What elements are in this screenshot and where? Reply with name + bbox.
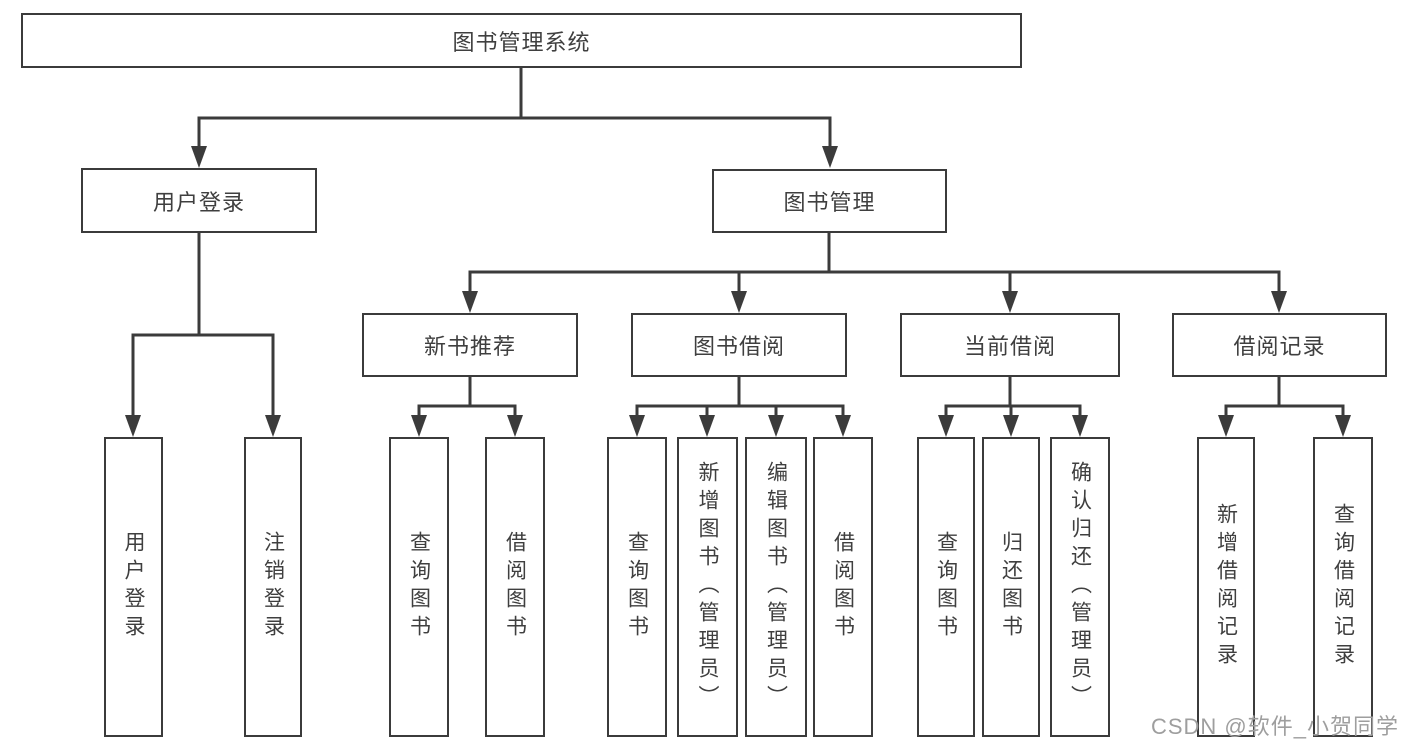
node-label: 注销登录 [261, 531, 285, 643]
leaf-confirm-return-admin: 确认归还（管理员） [1050, 437, 1110, 737]
leaf-add-book-admin: 新增图书（管理员） [677, 437, 738, 737]
node-label: 图书管理 [783, 190, 876, 215]
arrow-heads [125, 146, 1351, 437]
node-label: 查询图书 [407, 531, 431, 643]
node-label: 新书推荐 [423, 334, 516, 359]
node-label: 归还图书 [999, 531, 1023, 643]
leaf-return-book: 归还图书 [982, 437, 1040, 737]
node-label: 新增图书（管理员） [696, 461, 719, 713]
node-label: 用户登录 [152, 189, 245, 215]
node-label: 借阅图书 [503, 531, 527, 643]
leaf-add-borrow-record: 新增借阅记录 [1197, 437, 1255, 737]
leaf-borrow-book-1: 借阅图书 [485, 437, 545, 737]
node-label: 确认归还（管理员） [1068, 461, 1092, 713]
node-user-login-branch: 用户登录 [81, 168, 317, 233]
leaf-borrow-book-2: 借阅图书 [813, 437, 873, 737]
node-book-borrow: 图书借阅 [631, 313, 847, 377]
connector-spines [131, 65, 1345, 408]
node-current-borrow: 当前借阅 [900, 313, 1120, 377]
node-label: 图书借阅 [692, 334, 785, 359]
node-root-system: 图书管理系统 [21, 13, 1022, 68]
leaf-edit-book-admin: 编辑图书（管理员） [745, 437, 807, 737]
leaf-logout: 注销登录 [244, 437, 302, 737]
node-label: 查询借阅记录 [1331, 503, 1355, 671]
node-label: 当前借阅 [963, 334, 1056, 359]
node-label: 编辑图书（管理员） [764, 461, 788, 713]
watermark-text: CSDN @软件_小贺同学 [1150, 714, 1399, 739]
node-label: 新增借阅记录 [1214, 503, 1238, 671]
node-label: 图书管理系统 [452, 29, 591, 55]
node-label: 借阅记录 [1233, 334, 1326, 359]
node-label: 用户登录 [122, 531, 145, 643]
leaf-user-login: 用户登录 [104, 437, 163, 737]
leaf-query-book-2: 查询图书 [607, 437, 667, 737]
node-borrow-records: 借阅记录 [1172, 313, 1387, 377]
leaf-query-book-1: 查询图书 [389, 437, 449, 737]
node-label: 查询图书 [625, 531, 649, 643]
leaf-query-borrow-record: 查询借阅记录 [1313, 437, 1373, 737]
node-label: 查询图书 [934, 531, 958, 643]
node-new-book-recommend: 新书推荐 [362, 313, 578, 377]
node-label: 借阅图书 [831, 531, 855, 643]
node-book-management: 图书管理 [712, 169, 947, 233]
leaf-query-book-3: 查询图书 [917, 437, 975, 737]
